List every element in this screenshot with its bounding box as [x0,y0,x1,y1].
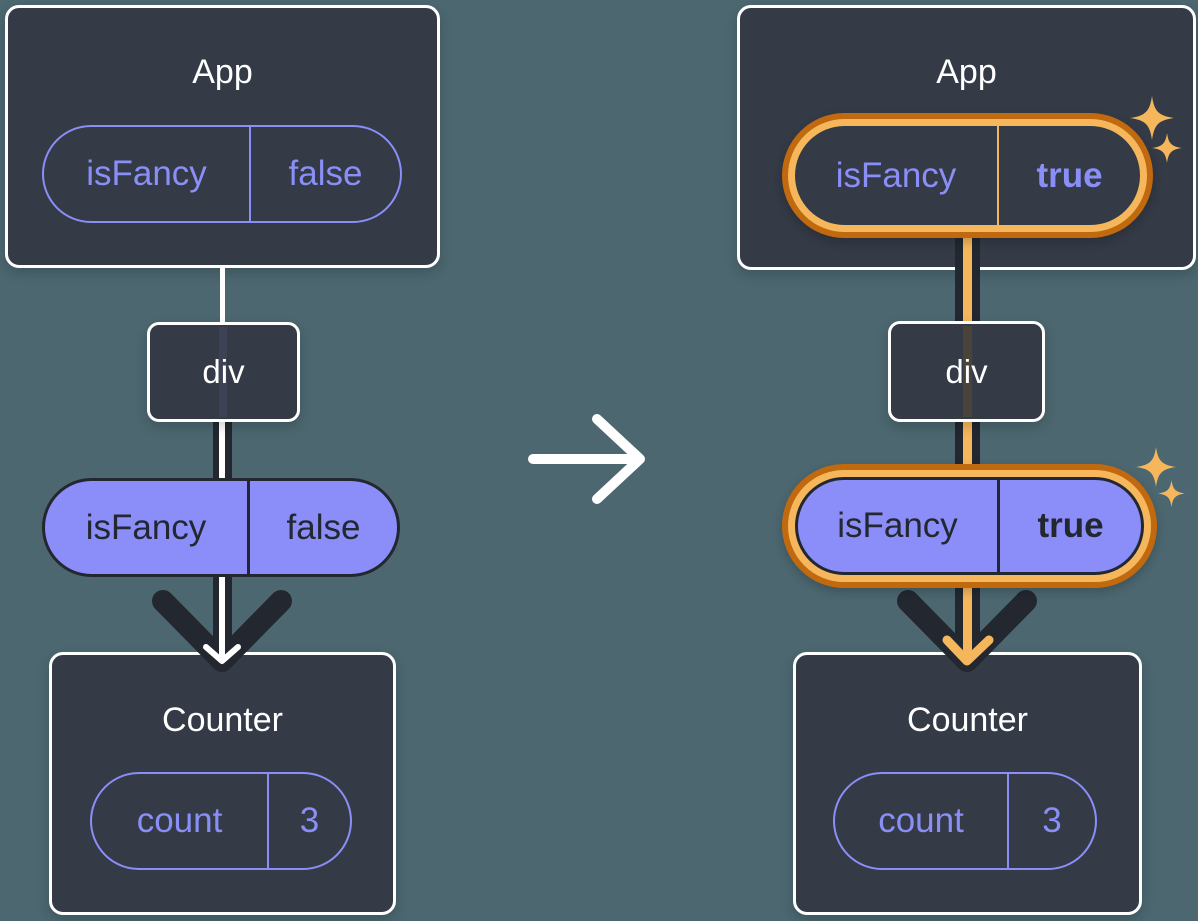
state-value-label: true [997,126,1140,225]
before-app-title: App [192,53,253,91]
before-div-passthrough-line [219,327,227,417]
state-key-label: count [136,801,223,840]
state-value-label: false [249,127,400,221]
after-app-state-pill: isFancy true [795,126,1140,225]
state-key-label: count [878,801,964,840]
prop-value-label: true [997,480,1141,572]
after-div-passthrough-line [963,326,972,417]
before-app-state-pill: isFancy false [42,125,402,223]
before-prop-pill: isFancy false [42,478,400,577]
prop-key-label: isFancy [837,506,958,545]
prop-value-label: false [247,481,397,574]
after-app-state-pill-highlight: isFancy true [782,113,1153,238]
sparkle-icon [1158,480,1185,507]
after-app-title: App [936,53,997,91]
sparkle-icon [1152,133,1182,163]
before-div-label: div [202,353,245,390]
after-counter-state-pill: count 3 [833,772,1097,870]
before-counter-title: Counter [162,701,283,739]
after-counter-title: Counter [907,701,1028,739]
state-value-label: 3 [267,774,350,868]
sparkle-icon [1130,96,1174,140]
sparkle-icon [1136,447,1176,487]
after-state-flow-core [963,228,972,325]
state-value-label: 3 [1007,774,1095,868]
after-prop-pill-highlight: isFancy true [782,464,1157,588]
before-counter-state-pill: count 3 [90,772,352,870]
before-tree-edge-line [220,266,225,324]
after-prop-pill: isFancy true [795,477,1144,575]
after-div-label: div [945,352,988,390]
state-key-label: isFancy [835,155,957,195]
state-key-label: isFancy [86,154,207,193]
transition-arrow-icon [528,414,645,504]
prop-key-label: isFancy [85,507,207,547]
